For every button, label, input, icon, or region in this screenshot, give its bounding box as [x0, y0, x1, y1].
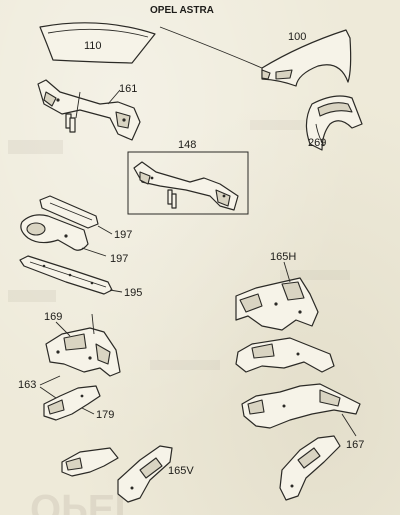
- leader-169: [55, 321, 71, 337]
- label-front-rail: 179: [96, 409, 114, 421]
- label-apron-left: 169: [44, 311, 62, 323]
- leader-163a: [39, 375, 61, 386]
- label-side-member-group: 163: [18, 379, 36, 391]
- leader-197b: [81, 247, 107, 257]
- front-rail-part: [43, 385, 101, 421]
- rear-rail-part: [241, 383, 361, 429]
- label-fender: 100: [288, 31, 306, 43]
- label-front-panel: 161: [119, 83, 137, 95]
- front-panel-part: [37, 79, 141, 141]
- apron-right-part: [235, 277, 319, 331]
- leader-179: [81, 407, 95, 415]
- label-rear-rail: 167: [346, 439, 364, 451]
- leader-195: [109, 289, 123, 293]
- label-headlamp-support-lower: 197: [110, 253, 128, 265]
- wheelhouse-liner-part: [305, 95, 363, 151]
- label-lower-crossmember: 195: [124, 287, 142, 299]
- label-headlamp-support: 197: [114, 229, 132, 241]
- leader-167: [341, 413, 357, 437]
- headlamp-ring-part: [20, 214, 89, 251]
- apron-inner-right-part: [279, 435, 341, 501]
- hood-part: [39, 22, 156, 64]
- leader-161: [107, 89, 121, 105]
- label-hood: 110: [84, 40, 102, 52]
- label-apron-inner-left: 165V: [168, 465, 194, 477]
- headlamp-support-part: [39, 195, 99, 229]
- label-apron-right: 165H: [270, 251, 296, 263]
- variant-frame: [127, 151, 249, 215]
- label-front-panel-alt: 148: [178, 139, 196, 151]
- lower-crossmember-part: [19, 255, 113, 295]
- leader-163b: [39, 386, 57, 399]
- label-wheelhouse-liner: 269: [308, 137, 326, 149]
- apron-mid-right-part: [235, 337, 335, 373]
- apron-inner-left-part: [61, 445, 173, 503]
- apron-left-part: [45, 313, 121, 377]
- fold-line: [159, 26, 263, 69]
- front-panel-alt-part: [133, 161, 239, 211]
- fender-part: [261, 29, 352, 87]
- leader-197a: [97, 225, 113, 235]
- leader-165h: [283, 261, 291, 283]
- diagram-title: OPEL ASTRA: [150, 5, 214, 16]
